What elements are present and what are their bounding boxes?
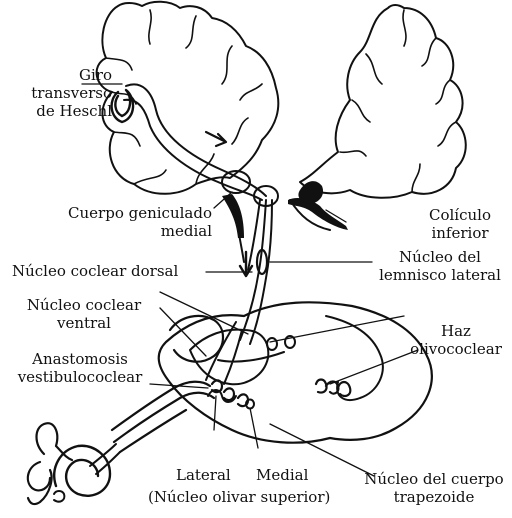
label-nucleo-olivar-superior: (Núcleo olivar superior) <box>148 488 330 506</box>
label-giro-transverso-heschl: Giro transverso de Heschl <box>20 66 112 120</box>
label-coliculo-inferior: Colículo inferior <box>418 206 502 242</box>
medulla-outline <box>159 302 432 442</box>
right-hemisphere-outline <box>300 5 466 198</box>
label-nucleo-lemnisco-lateral: Núcleo del lemnisco lateral <box>370 248 510 284</box>
oval-window <box>54 491 64 502</box>
leader-lines <box>82 84 418 476</box>
olive-right <box>316 380 350 397</box>
label-nucleo-coclear-ventral: Núcleo coclear ventral <box>4 296 164 332</box>
label-nucleo-cuerpo-trapezoide: Núcleo del cuerpo trapezoide <box>356 470 512 506</box>
heschl-gyrus <box>112 90 133 122</box>
label-cuerpo-geniculado-medial: Cuerpo geniculado medial <box>40 204 212 240</box>
left-hemisphere-outline <box>97 2 279 194</box>
cochlear-fibers <box>206 322 284 384</box>
medulla-right-inner <box>326 316 383 400</box>
auditory-radiation <box>124 84 266 200</box>
right-gyri <box>340 10 456 192</box>
olivocochlear-nucleus-a <box>267 338 277 350</box>
label-anastomosis-vestibulococlear: Anastomosis vestibulococlear <box>0 350 160 386</box>
label-lateral: Lateral <box>176 466 231 484</box>
medulla-inner <box>190 330 268 385</box>
label-medial: Medial <box>256 466 308 484</box>
label-haz-olivococlear: Haz olivococlear <box>402 322 510 358</box>
auditory-nerve <box>112 382 214 452</box>
radiation-arrow <box>206 132 226 146</box>
label-nucleo-coclear-dorsal: Núcleo coclear dorsal <box>12 262 178 280</box>
